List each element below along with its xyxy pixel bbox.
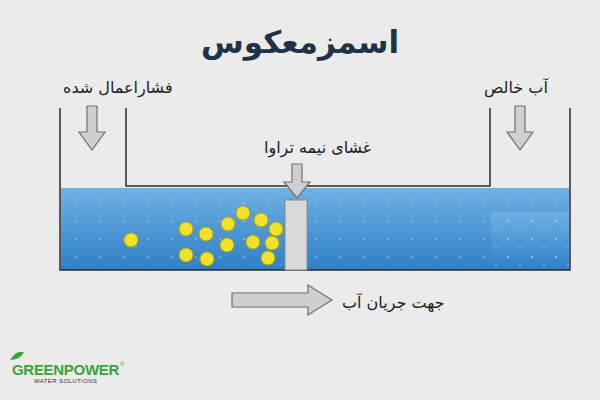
logo-tagline: WATER SOLUTIONS (34, 378, 97, 384)
flow-arrow (232, 285, 332, 315)
vessel-outline (60, 108, 570, 270)
solute-particles (124, 206, 283, 266)
water-body (61, 188, 569, 270)
flow-direction-label: جهت جریان آب (342, 293, 444, 312)
registered-mark: ® (120, 361, 124, 367)
diagram-title: اسمزمعکوس (201, 24, 399, 60)
down-arrows (79, 106, 533, 198)
pressure-label: فشاراعمال شده (63, 78, 173, 97)
water-texture (61, 188, 569, 270)
logo-leaf (10, 352, 24, 360)
membrane-label: غشای نیمه تراوا (264, 138, 371, 157)
water-texture (491, 212, 569, 270)
water-body (491, 212, 569, 270)
logo-wordmark: GREENPOWER (12, 361, 119, 378)
semipermeable-membrane (285, 200, 307, 270)
pure-water-label: آب خالص (484, 78, 548, 97)
